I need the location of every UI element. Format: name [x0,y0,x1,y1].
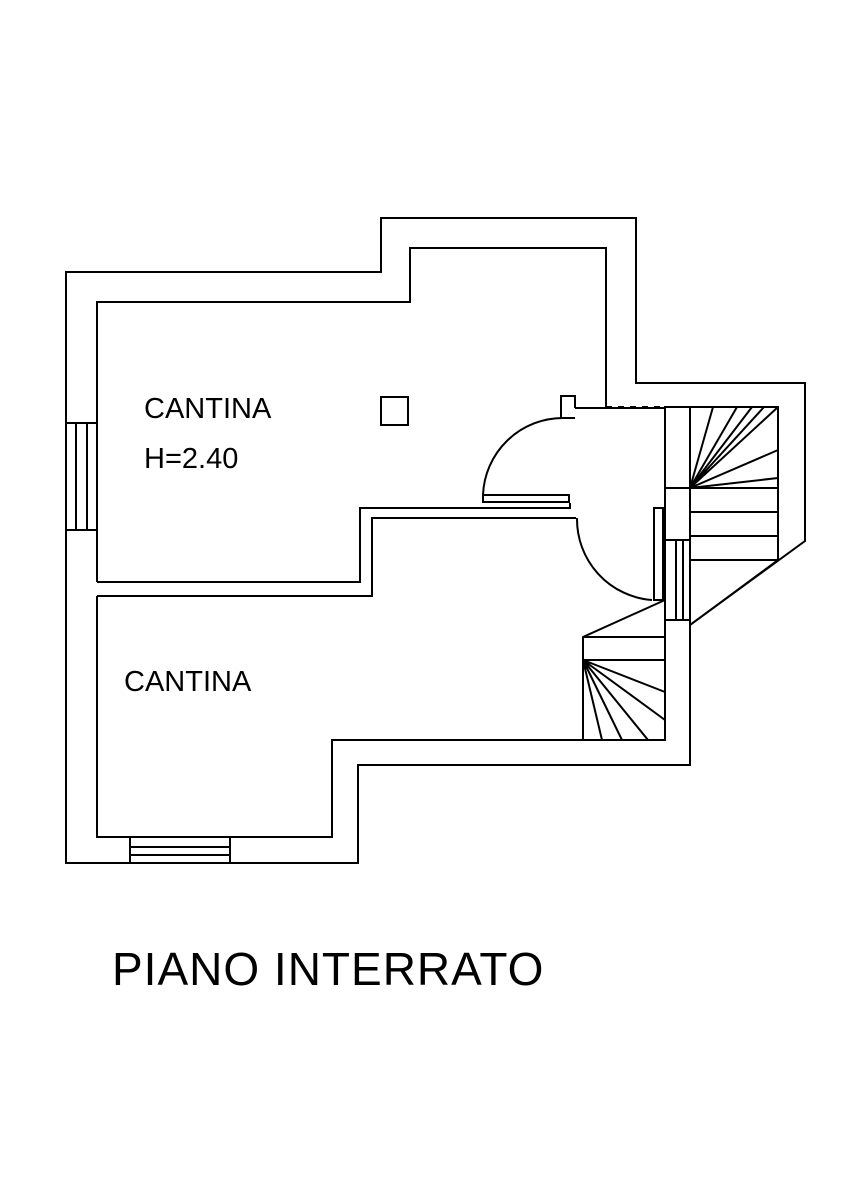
door-leaf-lower [653,507,664,601]
stair-upper-winders [689,406,779,489]
partition-wall-inner [97,517,576,597]
door-swing-lower [575,517,653,601]
column [380,396,409,426]
window-bottom [129,837,231,863]
door-swing-upper [482,417,564,496]
stair-upper-outline [689,406,779,626]
window-left [66,422,97,531]
room-label-upper: CANTINA [144,393,272,425]
stair-lower-treads [582,636,666,741]
room-height-note: H=2.40 [144,443,238,475]
door-jamb [560,395,576,419]
stair-upper-treads [689,487,778,625]
inner-wall-upper [96,247,607,582]
room-label-lower: CANTINA [124,666,252,698]
outer-wall [65,217,806,864]
window-stair [665,539,690,621]
partition-wall [97,503,571,583]
door-leaf-upper [482,494,570,503]
plan-title: PIANO INTERRATO [112,943,544,995]
stair-upper-inner [664,406,691,489]
